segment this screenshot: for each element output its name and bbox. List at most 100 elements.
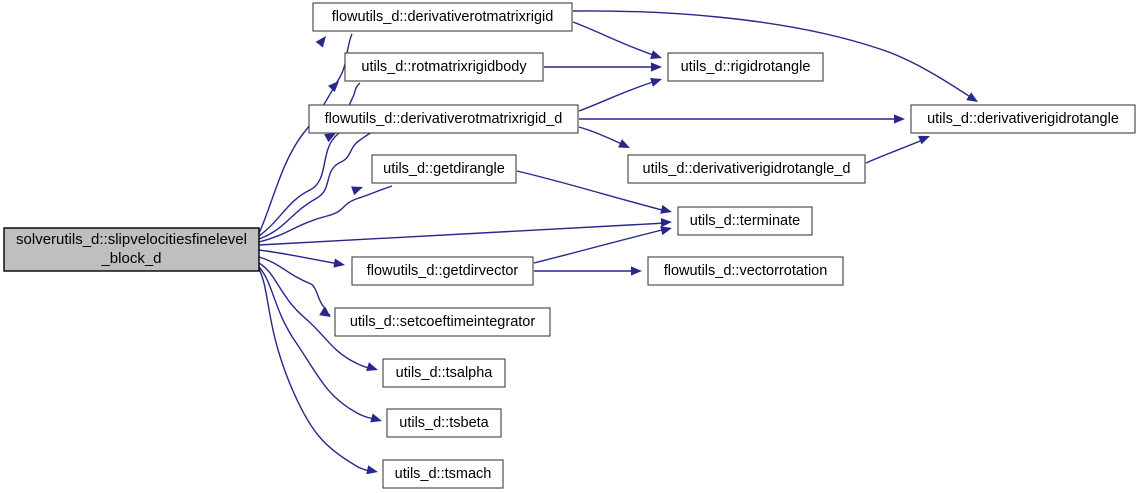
edge-root-to-tsbeta [258, 266, 382, 423]
node-rotmatrixrigidbody[interactable]: utils_d::rotmatrixrigidbody [344, 52, 544, 82]
edge-root-to-tsalpha [258, 262, 378, 371]
edge-line [578, 80, 657, 112]
arrowhead-icon [315, 36, 326, 48]
edge-line [572, 21, 657, 57]
edge-derivativerotmatrixrigid_d-to-derivativerigidrotangle [579, 114, 905, 124]
arrowhead-icon [366, 465, 378, 475]
edge-root-to-tsmach [258, 268, 378, 475]
edge-getdirangle-to-terminate [516, 170, 672, 214]
node-label: flowutils_d::vectorrotation [664, 263, 828, 279]
node-box[interactable] [351, 256, 534, 286]
node-box[interactable] [344, 52, 544, 82]
edge-line [865, 138, 926, 164]
node-label: utils_d::tsmach [395, 466, 492, 482]
node-label: utils_d::derivativerigidrotangle_d [643, 161, 851, 177]
edge-root-to-rotmatrixrigidbody [258, 81, 361, 237]
node-label: utils_d::tsbeta [399, 415, 489, 431]
node-getdirangle[interactable]: utils_d::getdirangle [371, 154, 517, 184]
arrowhead-icon [319, 307, 331, 317]
edge-line [258, 262, 375, 370]
node-box[interactable] [910, 104, 1136, 134]
edge-derivativerotmatrixrigid-to-rigidrotangle [572, 21, 662, 59]
node-setcoeftimeintegrator[interactable]: utils_d::setcoeftimeintegrator [334, 307, 551, 337]
edges-layer [258, 10, 978, 475]
node-label: flowutils_d::derivativerotmatrixrigid_d [325, 111, 563, 127]
edge-root-to-setcoeftimeintegrator [258, 256, 331, 317]
node-box[interactable] [334, 307, 551, 337]
node-tsmach[interactable]: utils_d::tsmach [382, 459, 504, 489]
edge-line [258, 249, 340, 265]
edge-line [533, 228, 667, 264]
arrowhead-icon [650, 78, 662, 87]
nodes-layer: solverutils_d::slipvelocitiesfinelevel_b… [3, 2, 1136, 489]
edge-derivativerotmatrixrigid_d-to-rigidrotangle [578, 78, 662, 112]
node-root[interactable]: solverutils_d::slipvelocitiesfinelevel_b… [3, 227, 260, 272]
node-rigidrotangle[interactable]: utils_d::rigidrotangle [667, 52, 824, 82]
edge-line [258, 266, 379, 421]
node-label: flowutils_d::getdirvector [367, 263, 519, 279]
edge-root-to-derivativerotmatrixrigid_d [258, 130, 375, 240]
edge-root-to-terminate [258, 217, 672, 246]
node-box[interactable] [647, 256, 844, 286]
arrowhead-icon [660, 226, 672, 236]
node-label: utils_d::setcoeftimeintegrator [350, 314, 536, 330]
edge-line [258, 185, 393, 243]
node-label: _block_d [100, 250, 161, 267]
arrowhead-icon [366, 362, 378, 371]
node-box[interactable] [386, 408, 502, 438]
node-label: flowutils_d::derivativerotmatrixrigid [332, 9, 554, 25]
node-tsalpha[interactable]: utils_d::tsalpha [382, 358, 506, 388]
node-box[interactable] [308, 104, 579, 134]
node-derivativerigidrotangle_d[interactable]: utils_d::derivativerigidrotangle_d [627, 154, 866, 184]
edge-root-to-getdirvector [258, 249, 345, 268]
arrowhead-icon [324, 133, 336, 143]
node-box[interactable] [3, 227, 260, 272]
edge-getdirvector-to-vectorrotation [533, 266, 642, 276]
node-label: utils_d::getdirangle [383, 161, 505, 177]
node-label: utils_d::rotmatrixrigidbody [361, 59, 527, 75]
node-label: utils_d::derivativerigidrotangle [927, 111, 1119, 127]
arrowhead-icon [650, 50, 662, 59]
arrowhead-icon [651, 62, 662, 72]
node-box[interactable] [667, 52, 824, 82]
node-terminate[interactable]: utils_d::terminate [677, 206, 813, 236]
node-label: utils_d::rigidrotangle [681, 59, 811, 75]
edge-derivativerigidrotangle_d-to-derivativerigidrotangle [865, 135, 930, 164]
node-vectorrotation[interactable]: flowutils_d::vectorrotation [647, 256, 844, 286]
node-box[interactable] [677, 206, 813, 236]
node-label: solverutils_d::slipvelocitiesfinelevel [16, 231, 247, 248]
node-getdirvector[interactable]: flowutils_d::getdirvector [351, 256, 534, 286]
edge-line [258, 222, 667, 246]
node-box[interactable] [382, 459, 504, 489]
edge-derivativerotmatrixrigid_d-to-derivativerigidrotangle_d [578, 126, 630, 148]
arrowhead-icon [351, 186, 363, 196]
arrowhead-icon [631, 266, 642, 276]
node-label: utils_d::tsalpha [396, 365, 494, 381]
edge-line [258, 268, 375, 473]
edge-rotmatrixrigidbody-to-rigidrotangle [544, 62, 662, 72]
node-box[interactable] [382, 358, 506, 388]
node-derivativerotmatrixrigid_d[interactable]: flowutils_d::derivativerotmatrixrigid_d [308, 104, 579, 134]
node-label: utils_d::terminate [690, 213, 800, 229]
arrowhead-icon [618, 139, 630, 148]
node-box[interactable] [371, 154, 517, 184]
node-box[interactable] [627, 154, 866, 184]
arrowhead-icon [333, 258, 345, 268]
node-derivativerotmatrixrigid[interactable]: flowutils_d::derivativerotmatrixrigid [312, 2, 573, 32]
node-tsbeta[interactable]: utils_d::tsbeta [386, 408, 502, 438]
arrowhead-icon [894, 114, 905, 124]
node-box[interactable] [312, 2, 573, 32]
arrowhead-icon [966, 92, 978, 102]
arrowhead-icon [660, 217, 672, 228]
edge-line [258, 82, 361, 237]
edge-line [258, 130, 375, 240]
edge-line [578, 126, 625, 146]
arrowhead-icon [328, 81, 339, 93]
edge-derivativerotmatrixrigid-to-derivativerigidrotangle [572, 10, 978, 102]
node-derivativerigidrotangle[interactable]: utils_d::derivativerigidrotangle [910, 104, 1136, 134]
edge-line [572, 10, 973, 99]
arrowhead-icon [660, 204, 672, 214]
edge-getdirvector-to-terminate [533, 226, 672, 264]
